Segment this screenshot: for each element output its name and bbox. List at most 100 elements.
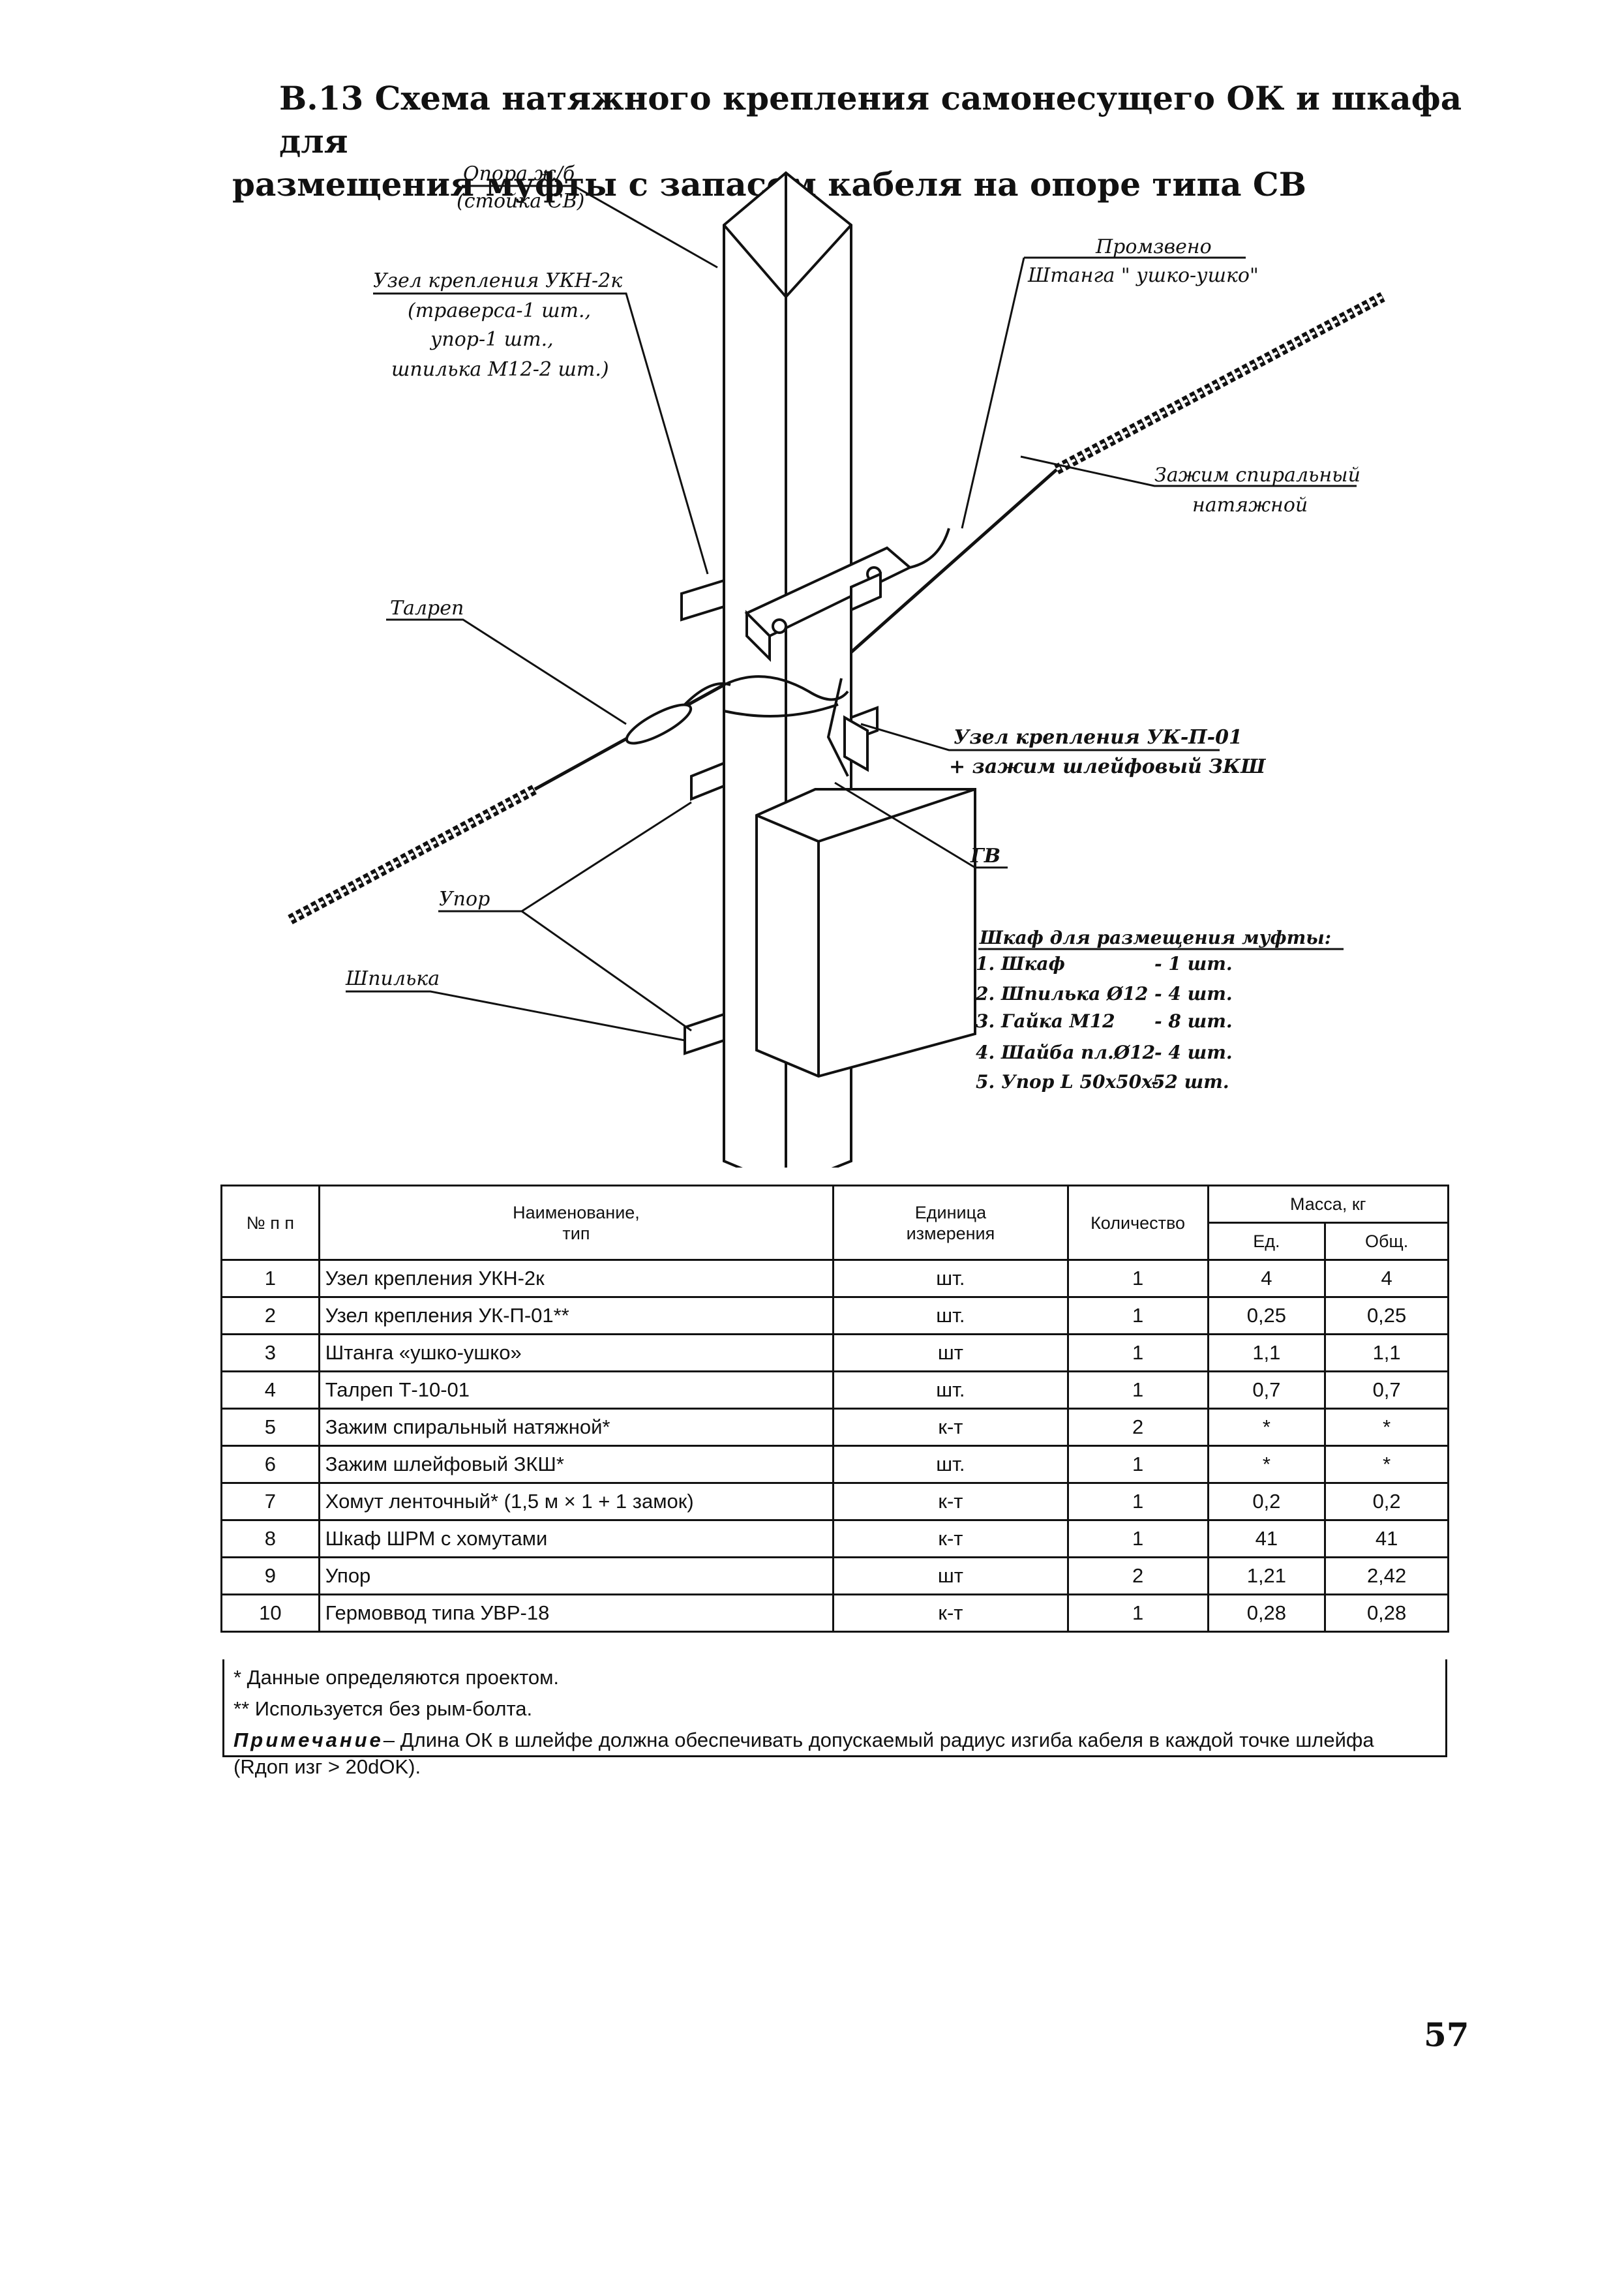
cell-unit: шт. [832, 1370, 1069, 1410]
table-row: 2 Узел крепления УК-П-01** шт. 1 0,25 0,… [220, 1296, 1449, 1335]
cell-name: Упор [318, 1556, 835, 1595]
cabinet-spec-item-name: 5. Упор L 50x50x5 [976, 1071, 1165, 1093]
cell-mass-total: 1,1 [1324, 1333, 1449, 1372]
label-clamp-1: Зажим спиральный [1154, 464, 1361, 487]
label-made-1: Промзвено [1095, 235, 1212, 258]
cell-mass-total: 0,25 [1324, 1296, 1449, 1335]
cell-name: Штанга «ушко-ушко» [318, 1333, 835, 1372]
label-stop: Упор [439, 888, 490, 911]
cell-unit: к-т [832, 1594, 1069, 1633]
header-name: Наименование,тип [318, 1185, 835, 1261]
cell-mass-unit: * [1207, 1445, 1327, 1484]
cell-mass-unit: 0,25 [1207, 1296, 1327, 1335]
cell-mass-unit: 4 [1207, 1259, 1327, 1298]
label-node-ukn-2: (траверса-1 шт., [408, 299, 591, 322]
cell-mass-total: * [1324, 1408, 1449, 1447]
bracket-ukp [826, 678, 869, 777]
cell-name: Талреп Т-10-01 [318, 1370, 835, 1410]
table-row: 1 Узел крепления УКН-2к шт. 1 4 4 [220, 1259, 1449, 1298]
label-node-ukn-3: упор-1 шт., [429, 328, 554, 351]
turnbuckle [625, 675, 849, 745]
table-row: 7 Хомут ленточный* (1,5 м × 1 + 1 замок)… [220, 1482, 1449, 1521]
label-clamp-2: натяжной [1192, 494, 1308, 517]
header-name-line-2: тип [562, 1223, 590, 1243]
cell-num: 5 [220, 1408, 320, 1447]
page-number: 57 [1424, 2016, 1469, 2054]
cell-mass-unit: 1,1 [1207, 1333, 1327, 1372]
cabinet-spec-item-name: 3. Гайка М12 [976, 1010, 1115, 1032]
label-pole-2: (стойка СВ) [457, 190, 584, 213]
cell-mass-unit: 0,2 [1207, 1482, 1327, 1521]
label-made-2: Штанга " ушко-ушко" [1027, 264, 1259, 287]
cell-qty: 1 [1066, 1333, 1209, 1372]
cell-mass-total: 4 [1324, 1259, 1449, 1298]
cell-mass-unit: 0,7 [1207, 1370, 1327, 1410]
header-num: № п п [220, 1185, 320, 1261]
cell-mass-total: 0,28 [1324, 1594, 1449, 1633]
header-mass-unit: Ед. [1207, 1222, 1327, 1261]
cell-unit: шт. [832, 1445, 1069, 1484]
cell-qty: 1 [1066, 1445, 1209, 1484]
cell-name: Зажим спиральный натяжной* [318, 1408, 835, 1447]
label-node-ukp-1: Узел крепления УК-П-01 [954, 726, 1242, 749]
header-qty: Количество [1066, 1185, 1209, 1261]
label-stud: Шпилька [345, 967, 440, 990]
cabinet-spec-item-qty: - 2 шт. [1151, 1071, 1229, 1093]
table-row: 6 Зажим шлейфовый ЗКШ* шт. 1 * * [220, 1445, 1449, 1484]
table-row: 5 Зажим спиральный натяжной* к-т 2 * * [220, 1408, 1449, 1447]
cell-name: Узел крепления УК-П-01** [318, 1296, 835, 1335]
cell-num: 9 [220, 1556, 320, 1595]
header-unit-line-1: Единица [914, 1202, 987, 1222]
cell-num: 1 [220, 1259, 320, 1298]
label-pole-1: Опора ж/б [463, 162, 575, 185]
cell-num: 3 [220, 1333, 320, 1372]
header-name-line-1: Наименование, [513, 1202, 640, 1222]
cell-unit: к-т [832, 1519, 1069, 1558]
cabinet-spec-item-qty: - 4 шт. [1154, 983, 1233, 1005]
leader-lines [346, 185, 1357, 1042]
cell-name: Гермоввод типа УВР-18 [318, 1594, 835, 1633]
cell-num: 4 [220, 1370, 320, 1410]
cell-qty: 1 [1066, 1519, 1209, 1558]
header-mass-total: Общ. [1324, 1222, 1449, 1261]
header-unit-line-2: измерения [906, 1223, 995, 1243]
cell-unit: шт. [832, 1259, 1069, 1298]
header-mass: Масса, кг [1207, 1185, 1450, 1224]
cell-unit: шт [832, 1556, 1069, 1595]
cell-num: 2 [220, 1296, 320, 1335]
cell-name: Шкаф ШРМ с хомутами [318, 1519, 835, 1558]
table-row: 8 Шкаф ШРМ с хомутами к-т 1 41 41 [220, 1519, 1449, 1558]
cell-qty: 2 [1066, 1556, 1209, 1595]
page-title: В.13 Схема натяжного крепления самонесущ… [232, 77, 1471, 206]
cell-unit: к-т [832, 1408, 1069, 1447]
cell-mass-total: 0,7 [1324, 1370, 1449, 1410]
label-turnbuckle: Талреп [390, 597, 464, 620]
note-2: ** Используется без рым-болта. [233, 1697, 533, 1720]
cell-qty: 1 [1066, 1482, 1209, 1521]
cell-qty: 1 [1066, 1296, 1209, 1335]
label-node-ukp-2: + зажим шлейфовый ЗКШ [949, 755, 1266, 778]
cell-mass-unit: * [1207, 1408, 1327, 1447]
table-header-row: Ед. Общ. [222, 1222, 1449, 1261]
note-1: * Данные определяются проектом. [233, 1666, 560, 1689]
cell-qty: 1 [1066, 1594, 1209, 1633]
cable-right [850, 292, 1385, 654]
cell-mass-unit: 41 [1207, 1519, 1327, 1558]
cabinet-spec-item-qty: - 8 шт. [1154, 1010, 1233, 1032]
cabinet-spec-item-qty: - 4 шт. [1154, 1042, 1233, 1063]
cell-num: 6 [220, 1445, 320, 1484]
remark-text: – Длина ОК в шлейфе должна обеспечивать … [383, 1729, 1374, 1751]
cabinet-spec-item-qty: - 1 шт. [1154, 953, 1233, 974]
cell-unit: шт. [832, 1296, 1069, 1335]
cell-mass-total: 0,2 [1324, 1482, 1449, 1521]
cabinet-spec-item-name: 1. Шкаф [976, 953, 1065, 974]
table-row: 9 Упор шт 2 1,21 2,42 [220, 1556, 1449, 1595]
cell-qty: 1 [1066, 1259, 1209, 1298]
cell-mass-total: 41 [1324, 1519, 1449, 1558]
label-node-ukn-4: шпилька М12-2 шт.) [391, 358, 609, 381]
cell-qty: 1 [1066, 1370, 1209, 1410]
remark: Примечание– Длина ОК в шлейфе должна обе… [233, 1725, 1436, 1756]
